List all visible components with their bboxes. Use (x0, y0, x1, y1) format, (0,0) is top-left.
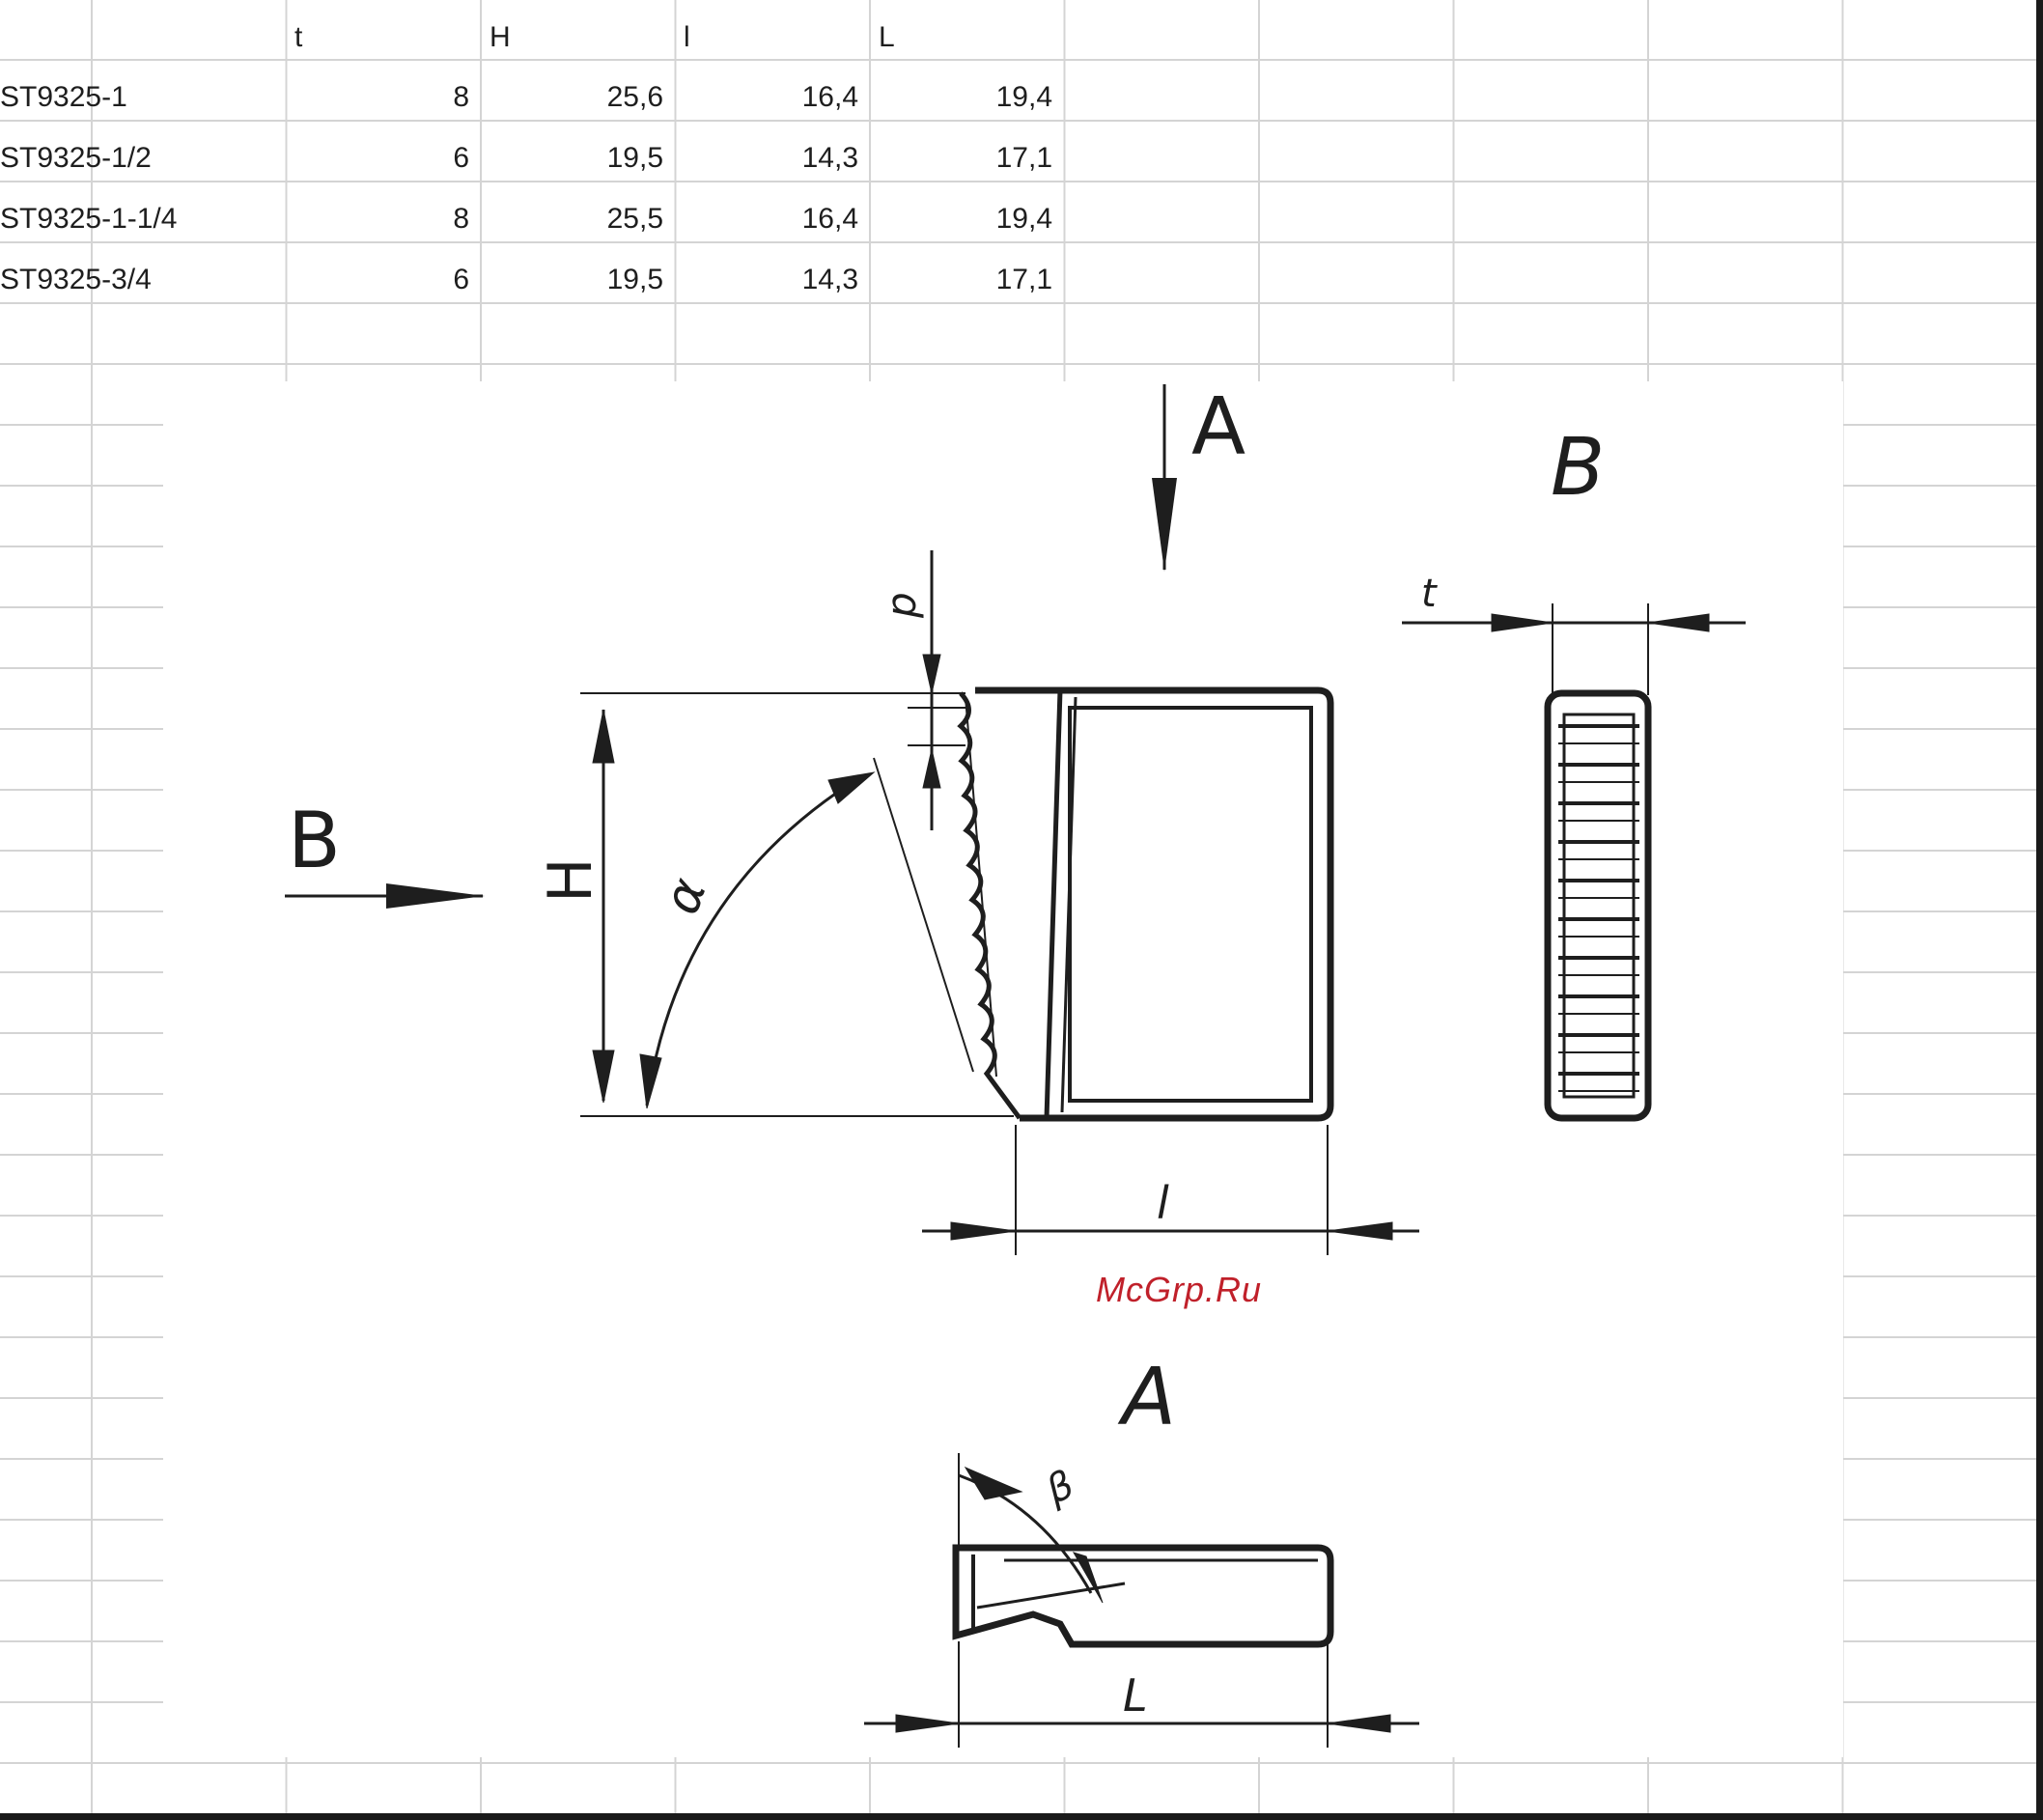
view-a-label: A (1191, 381, 1245, 473)
l-value-cell[interactable]: 16,4 (675, 188, 858, 249)
h-value-cell[interactable]: 25,5 (480, 188, 663, 249)
l-value-cell[interactable]: 16,4 (675, 67, 858, 127)
dim-alpha-label: α (653, 871, 718, 922)
dim-p-label: p (878, 592, 925, 619)
header-cell-h[interactable]: H (490, 7, 673, 68)
L-value-cell[interactable]: 19,4 (869, 67, 1052, 127)
die-insert-drawing: A B H (163, 381, 1843, 1757)
side-view-b (1548, 693, 1648, 1118)
dim-beta (959, 1453, 1103, 1603)
dim-l-large-label: L (1123, 1669, 1148, 1722)
dim-h (580, 693, 1014, 1116)
part-name-cell[interactable]: ST9325-1/2 (0, 127, 280, 188)
part-name-cell[interactable]: ST9325-1-1/4 (0, 188, 280, 249)
section-view-a (956, 1548, 1330, 1644)
h-value-cell[interactable]: 19,5 (480, 249, 663, 310)
L-value-cell[interactable]: 17,1 (869, 127, 1052, 188)
L-value-cell[interactable]: 17,1 (869, 249, 1052, 310)
L-value-cell[interactable]: 19,4 (869, 188, 1052, 249)
dim-l-small (922, 1125, 1419, 1255)
part-name-cell[interactable]: ST9325-1 (0, 67, 280, 127)
header-cell-t[interactable]: t (294, 7, 478, 68)
dim-h-label: H (535, 857, 605, 903)
view-b-label: B (1551, 422, 1605, 514)
window-border-bottom (0, 1813, 2043, 1820)
header-cell-L[interactable]: L (879, 7, 1062, 68)
part-name-cell[interactable]: ST9325-3/4 (0, 249, 280, 310)
t-value-cell[interactable]: 6 (286, 249, 469, 310)
section-a-label: A (1117, 1352, 1176, 1443)
dim-beta-label: β (1039, 1463, 1080, 1514)
watermark-text: McGrp.Ru (1096, 1270, 1262, 1310)
h-value-cell[interactable]: 19,5 (480, 127, 663, 188)
technical-drawing-image[interactable]: A B H (163, 381, 1843, 1757)
t-value-cell[interactable]: 8 (286, 188, 469, 249)
main-view-body (961, 690, 1330, 1118)
l-value-cell[interactable]: 14,3 (675, 249, 858, 310)
view-b-arrow (285, 883, 485, 909)
l-value-cell[interactable]: 14,3 (675, 127, 858, 188)
dim-l-small-label: l (1157, 1177, 1169, 1229)
header-cell-l[interactable]: l (684, 7, 867, 68)
dim-alpha (640, 758, 973, 1108)
h-value-cell[interactable]: 25,6 (480, 67, 663, 127)
dim-t-label: t (1421, 572, 1438, 616)
t-value-cell[interactable]: 6 (286, 127, 469, 188)
window-border-right (2036, 0, 2043, 1820)
arrow-b-label: B (288, 796, 341, 885)
t-value-cell[interactable]: 8 (286, 67, 469, 127)
dim-t (1402, 603, 1746, 695)
view-a-arrow (1152, 384, 1177, 572)
